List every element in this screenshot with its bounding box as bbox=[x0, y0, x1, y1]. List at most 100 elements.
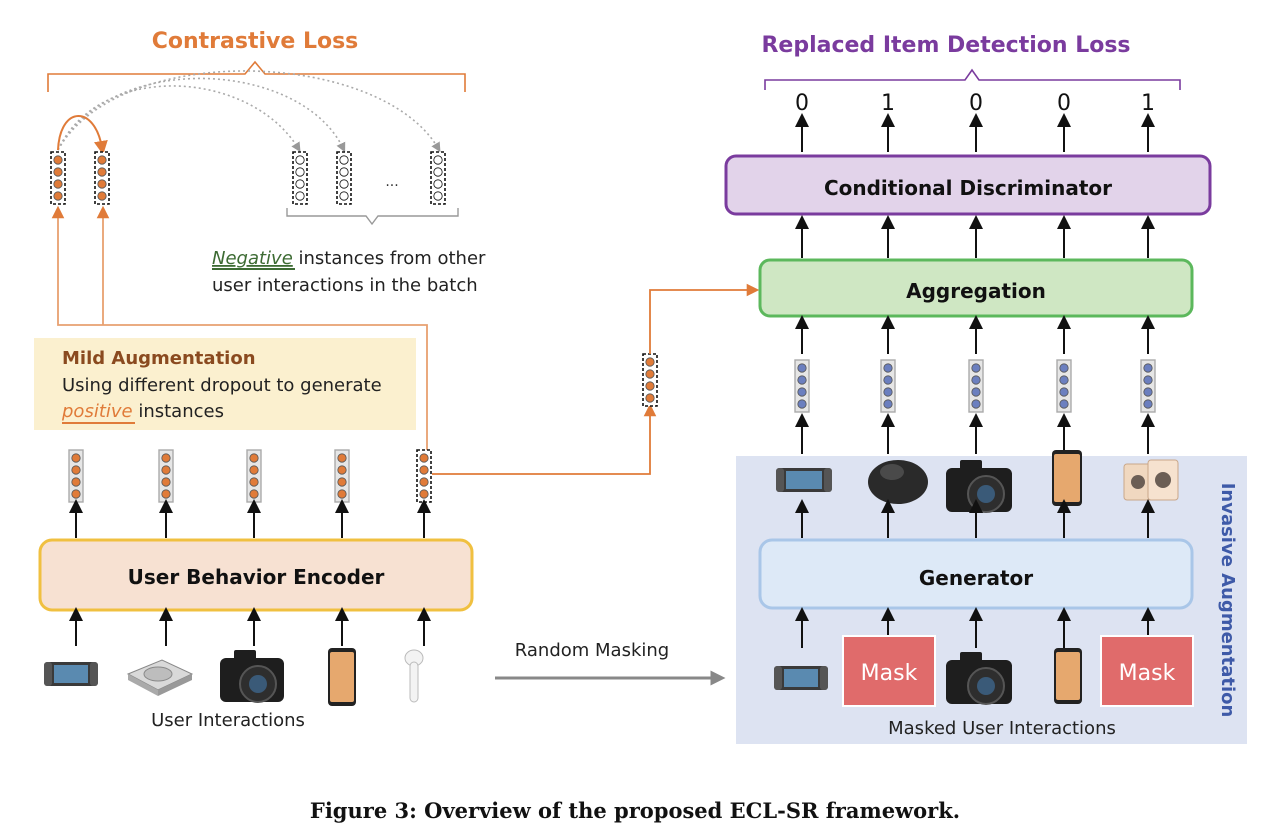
embedding-unit bbox=[295, 167, 305, 177]
embedding-frame bbox=[1056, 359, 1072, 413]
embedding-unit bbox=[249, 453, 259, 463]
embedding-frame bbox=[430, 151, 446, 205]
user-embedding bbox=[642, 353, 658, 407]
mild-augmentation-line1: Using different dropout to generate bbox=[62, 375, 382, 396]
negatives-brace bbox=[286, 208, 459, 226]
embedding-frame bbox=[50, 151, 66, 205]
mild-augmentation-box bbox=[34, 338, 416, 430]
embedding-unit bbox=[1059, 363, 1069, 373]
mask-label: Mask bbox=[1119, 661, 1176, 686]
smartphone-icon bbox=[328, 648, 356, 706]
random-masking-label: Random Masking bbox=[515, 640, 669, 661]
embedding-unit bbox=[419, 489, 429, 499]
user-behavior-encoder-label: User Behavior Encoder bbox=[128, 565, 385, 589]
detection-output: 1 bbox=[881, 91, 895, 116]
embedding-unit bbox=[71, 465, 81, 475]
negative-embedding bbox=[292, 151, 308, 205]
positive-arc bbox=[57, 115, 108, 155]
switch-console-icon bbox=[774, 666, 828, 690]
replaced-item-detection-title: Replaced Item Detection Loss bbox=[761, 33, 1130, 58]
generator-embeddings bbox=[794, 359, 1156, 413]
user-interactions-label: User Interactions bbox=[151, 710, 305, 731]
embedding-unit bbox=[971, 363, 981, 373]
embedding-unit bbox=[1059, 399, 1069, 409]
embedding-frame bbox=[1140, 359, 1156, 413]
embedding-unit bbox=[797, 387, 807, 397]
embedding-unit bbox=[71, 489, 81, 499]
embedding-unit bbox=[645, 381, 655, 391]
embedding-unit bbox=[883, 399, 893, 409]
anchor-embedding bbox=[50, 151, 66, 205]
embedding-unit bbox=[295, 191, 305, 201]
embedding-frame bbox=[794, 359, 810, 413]
embedding-unit bbox=[337, 453, 347, 463]
embedding-unit bbox=[249, 489, 259, 499]
embedding-unit bbox=[419, 453, 429, 463]
mask-token: Mask bbox=[842, 635, 936, 707]
negative-embedding bbox=[430, 151, 446, 205]
embedding-unit bbox=[797, 399, 807, 409]
masked-user-interactions-label: Masked User Interactions bbox=[888, 718, 1116, 739]
negative-arcs bbox=[57, 70, 441, 153]
embedding-unit bbox=[1143, 375, 1153, 385]
embedding-unit bbox=[97, 179, 107, 189]
positive-embedding bbox=[94, 151, 110, 205]
switch-console-icon bbox=[776, 468, 832, 492]
hard-drive-icon bbox=[126, 659, 194, 696]
negatives-ellipsis: ... bbox=[385, 174, 398, 190]
aggregation-label: Aggregation bbox=[906, 279, 1046, 303]
negative-word: Negative bbox=[212, 248, 293, 269]
embedding-unit bbox=[337, 465, 347, 475]
mouse-icon bbox=[868, 460, 928, 504]
conditional-discriminator-label: Conditional Discriminator bbox=[824, 176, 1112, 200]
embedding-unit bbox=[1059, 387, 1069, 397]
generator-output-arrows bbox=[795, 499, 1155, 538]
embedding-frame bbox=[880, 359, 896, 413]
rid-brace bbox=[764, 68, 1181, 90]
camera-icon bbox=[946, 460, 1012, 513]
embedding-unit bbox=[161, 465, 171, 475]
embedding-unit bbox=[339, 179, 349, 189]
embedding-unit bbox=[53, 191, 63, 201]
embedding-unit bbox=[797, 375, 807, 385]
embedding-unit bbox=[883, 375, 893, 385]
embedding-unit bbox=[97, 191, 107, 201]
mild-augmentation-line2: positive instances bbox=[61, 401, 224, 422]
embedding-unit bbox=[53, 155, 63, 165]
embedding-frame bbox=[968, 359, 984, 413]
embedding-unit bbox=[1143, 363, 1153, 373]
mild-augmentation-title: Mild Augmentation bbox=[62, 348, 256, 369]
smartphone-icon bbox=[1054, 648, 1082, 704]
earbud-icon bbox=[404, 649, 424, 703]
dropout-feedback-lines bbox=[51, 205, 428, 450]
user-embedding-arrow bbox=[432, 403, 657, 475]
embedding-unit bbox=[971, 375, 981, 385]
embedding-unit bbox=[97, 167, 107, 177]
embedding-frame bbox=[292, 151, 308, 205]
negative-embedding bbox=[336, 151, 352, 205]
embedding-unit bbox=[645, 357, 655, 367]
embedding-unit bbox=[419, 477, 429, 487]
embedding-unit bbox=[433, 155, 443, 165]
user-embedding-to-aggregation-arrow bbox=[649, 283, 760, 354]
embedding-unit bbox=[1143, 399, 1153, 409]
embedding-unit bbox=[53, 167, 63, 177]
embedding-unit bbox=[161, 477, 171, 487]
embedding-frame bbox=[94, 151, 110, 205]
encoder-arrows bbox=[69, 499, 431, 646]
embedding-unit bbox=[971, 387, 981, 397]
embedding-unit bbox=[161, 453, 171, 463]
embedding-unit bbox=[883, 387, 893, 397]
aggregation-output-arrows bbox=[795, 215, 1155, 258]
embedding-unit bbox=[337, 477, 347, 487]
generator-label: Generator bbox=[919, 566, 1033, 590]
embedding-unit bbox=[645, 393, 655, 403]
embedding-unit bbox=[71, 477, 81, 487]
mask-token: Mask bbox=[1100, 635, 1194, 707]
embedding-unit bbox=[71, 453, 81, 463]
invasive-augmentation-label: Invasive Augmentation bbox=[1217, 483, 1238, 718]
embedding-unit bbox=[295, 179, 305, 189]
embedding-unit bbox=[339, 155, 349, 165]
